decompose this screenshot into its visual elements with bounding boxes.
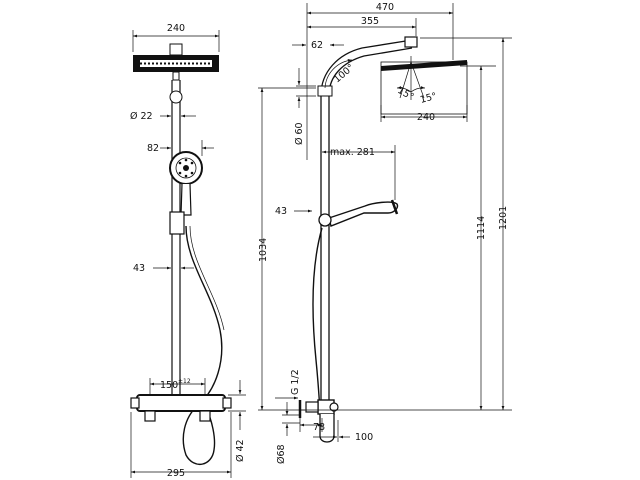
side-dim-wall-offset-label: 78 [313,422,325,433]
front-dim-handshower-offset: 82 [147,140,214,156]
side-dim-slider-height-label: 1034 [258,238,269,262]
front-hose [182,225,225,465]
front-dim-pipe-diameter-label: Ø 22 [130,111,153,122]
side-dim-arm-reach: 355 [307,16,417,36]
front-dim-pipe-diameter: Ø 22 [130,111,196,122]
side-dim-head-depth-label: 240 [417,112,435,123]
front-overhead-shower [133,43,219,81]
front-dim-thermostat-centers-label: 150 [160,380,178,391]
side-dim-slider-travel: max. 281 [322,145,396,200]
side-dim-thread-label: G 1/2 [290,369,301,395]
front-dim-handshower-offset-label: 82 [147,143,159,154]
front-thermostat [130,394,232,422]
side-dim-arm-angle-label: 100° [332,62,357,85]
front-dim-thermostat-diameter-label: Ø 42 [235,439,246,462]
side-view: 470 355 62 100° 15° 15° 240 [258,2,512,464]
side-dim-head-offset-label: 62 [311,40,323,51]
side-dim-slider-diameter: Ø 60 [294,68,316,145]
side-dim-head-height-min: 1114 [460,65,496,410]
side-dim-head-depth: 240 [380,105,468,123]
side-dim-arm-angle: 100° [324,58,357,89]
side-dim-head-height-max-label: 1201 [498,206,509,230]
side-dim-overall-depth: 470 [306,2,454,160]
side-dim-slider-travel-label: max. 281 [330,147,375,158]
side-dim-head-offset: 62 [292,40,344,51]
front-dim-overall-width: 295 [130,412,232,479]
side-riser-pipe [317,39,413,405]
front-dim-overall-width-label: 295 [167,468,185,479]
side-hand-shower [318,199,399,227]
side-dim-holder-offset: 43 [275,206,312,217]
side-dim-escutcheon-diameter: Ø68 [276,402,300,464]
side-dim-thread: G 1/2 [275,369,301,400]
side-dim-tilt-2-label: 15° [419,91,438,106]
front-dim-head-width: 240 [132,23,220,52]
side-dim-arm-reach-label: 355 [361,16,379,27]
front-dim-holder-offset: 43 [133,263,194,274]
side-dim-slider-diameter-label: Ø 60 [294,122,305,145]
side-dim-outlet-offset: 100 [313,420,373,443]
side-dim-escutcheon-diameter-label: Ø68 [276,444,287,464]
front-dim-head-width-label: 240 [167,23,185,34]
front-dim-thermostat-diameter: Ø 42 [228,380,246,462]
front-view: 240 Ø 22 82 43 150 ±12 [130,23,246,479]
front-dim-thermostat-centers: 150 ±12 [149,378,206,394]
front-riser-pipe [169,80,183,395]
front-dim-holder-offset-label: 43 [133,263,145,274]
side-dim-head-height-max: 1201 [420,37,512,410]
side-dim-wall-offset: 78 [299,418,325,433]
side-dim-outlet-offset-label: 100 [355,432,373,443]
side-dim-overall-depth-label: 470 [376,2,394,13]
side-dim-slider-height: 1034 [258,87,316,411]
front-dim-thermostat-tolerance-label: ±12 [178,378,191,385]
side-dim-holder-offset-label: 43 [275,206,287,217]
front-hand-shower [169,151,203,235]
side-thermostat [298,399,339,443]
side-dim-head-height-min-label: 1114 [476,216,487,240]
